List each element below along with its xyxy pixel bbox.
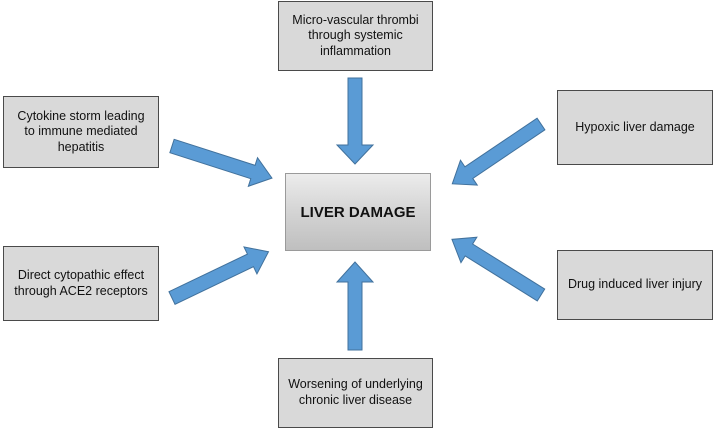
cause-box-cytokine-storm: Cytokine storm leading to immune mediate… xyxy=(3,96,159,168)
liver-damage-box: LIVER DAMAGE xyxy=(285,173,431,251)
arrow-from-drug-induced xyxy=(451,236,546,302)
arrow-from-direct-cytopathic xyxy=(168,246,270,305)
arrow-from-cytokine-storm xyxy=(169,138,273,188)
cause-label: Direct cytopathic effect through ACE2 re… xyxy=(14,267,148,298)
cause-label: Hypoxic liver damage xyxy=(575,119,695,134)
cause-label: Worsening of underlying chronic liver di… xyxy=(288,377,423,407)
cause-box-chronic-disease: Worsening of underlying chronic liver di… xyxy=(278,358,433,428)
cause-box-hypoxic: Hypoxic liver damage xyxy=(557,90,713,165)
cause-label: Drug induced liver injury xyxy=(567,277,703,292)
arrow-from-micro-vascular xyxy=(335,77,375,165)
cause-box-drug-induced: Drug induced liver injury xyxy=(557,250,713,320)
liver-damage-label: LIVER DAMAGE xyxy=(300,203,416,221)
arrow-from-hypoxic xyxy=(451,117,546,186)
cause-label: Cytokine storm leading to immune mediate… xyxy=(17,108,145,154)
cause-box-direct-cytopathic: Direct cytopathic effect through ACE2 re… xyxy=(3,246,159,321)
arrow-from-chronic-disease xyxy=(335,261,375,351)
cause-box-micro-vascular: Micro-vascular thrombi through systemic … xyxy=(278,1,433,71)
cause-label: Micro-vascular thrombi through systemic … xyxy=(292,12,419,58)
